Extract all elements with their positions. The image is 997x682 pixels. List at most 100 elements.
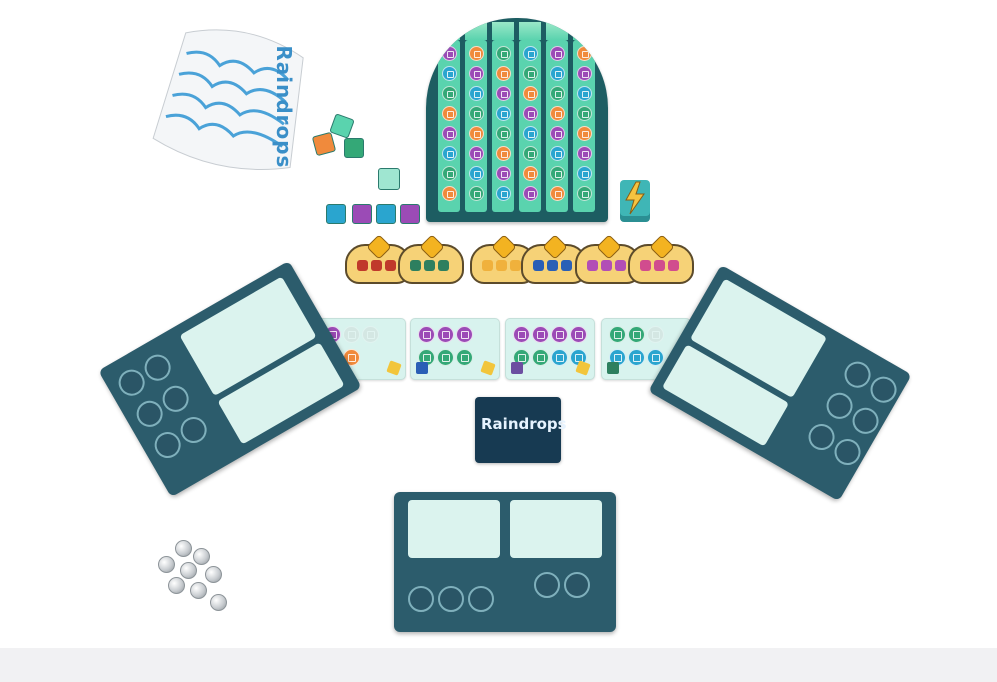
board-slot[interactable] — [468, 586, 494, 612]
cloud-objective-tile[interactable] — [398, 234, 464, 284]
player-board-right[interactable] — [648, 264, 912, 502]
marble[interactable] — [158, 556, 175, 573]
raindrop-tile — [496, 146, 511, 161]
player-board-left[interactable] — [98, 260, 362, 498]
raindrop-tile — [577, 46, 592, 61]
marble[interactable] — [168, 577, 185, 594]
raindrop-tile — [550, 126, 565, 141]
tower-column[interactable] — [465, 22, 487, 212]
token-tile[interactable] — [400, 204, 420, 224]
raindrop-tile — [550, 86, 565, 101]
raindrop-tile — [496, 126, 511, 141]
raindrop-tile — [442, 66, 457, 81]
raindrop-tile — [442, 186, 457, 201]
cloud-objective-tile[interactable] — [628, 234, 694, 284]
token-tile[interactable] — [352, 204, 372, 224]
star-icon — [575, 360, 591, 376]
board-objective-panel — [408, 500, 500, 558]
footer-strip — [0, 648, 997, 682]
board-slot[interactable] — [847, 403, 884, 439]
star-icon — [596, 234, 622, 260]
raindrop-tile — [469, 166, 484, 181]
raindrop-tile — [523, 186, 538, 201]
raindrop-tile — [577, 166, 592, 181]
marble[interactable] — [205, 566, 222, 583]
raindrop-tile — [496, 106, 511, 121]
card-icon — [511, 362, 523, 374]
raindrop-tile — [550, 146, 565, 161]
board-slot[interactable] — [175, 412, 212, 448]
raindrop-tile — [577, 106, 592, 121]
bag-logo-text: Raindrops — [272, 45, 297, 169]
raindrop-tile — [442, 126, 457, 141]
raindrop-tile — [523, 106, 538, 121]
tower-column[interactable] — [573, 22, 595, 212]
bag-shape-icon — [152, 29, 304, 170]
marble[interactable] — [190, 582, 207, 599]
raindrops-bag[interactable]: Raindrops — [137, 9, 327, 199]
raindrop-tile — [469, 126, 484, 141]
card-requirements — [417, 325, 493, 371]
market-card[interactable] — [410, 318, 500, 380]
raindrop-tile — [496, 66, 511, 81]
tower-column[interactable] — [492, 22, 514, 212]
raindrop-tile — [550, 46, 565, 61]
board-slot[interactable] — [438, 586, 464, 612]
raindrop-tile — [469, 186, 484, 201]
raindrop-tile — [523, 166, 538, 181]
raindrop-tile — [523, 146, 538, 161]
marble[interactable] — [193, 548, 210, 565]
token-tile[interactable] — [311, 131, 337, 157]
raindrop-tile — [469, 146, 484, 161]
star-icon — [386, 360, 402, 376]
tower-column[interactable] — [519, 22, 541, 212]
cloud-requirements — [357, 260, 401, 274]
token-tile[interactable] — [376, 204, 396, 224]
token-tile[interactable] — [329, 113, 355, 139]
board-slot[interactable] — [564, 572, 590, 598]
player-board-bottom[interactable] — [394, 492, 616, 632]
card-requirements — [512, 325, 588, 371]
raindrop-tile — [496, 186, 511, 201]
raindrop-tile — [577, 126, 592, 141]
card-requirements — [608, 325, 684, 371]
raindrop-tile — [550, 66, 565, 81]
raindrop-tile — [469, 86, 484, 101]
tower-column[interactable] — [438, 22, 460, 212]
token-tile[interactable] — [326, 204, 346, 224]
raindrop-tile — [442, 86, 457, 101]
token-stack[interactable] — [378, 168, 400, 190]
star-icon — [366, 234, 392, 260]
marble[interactable] — [210, 594, 227, 611]
lightning-token-stack[interactable] — [618, 172, 652, 224]
marble[interactable] — [175, 540, 192, 557]
board-slot[interactable] — [865, 371, 902, 408]
board-objective-panel — [510, 500, 602, 558]
board-slot[interactable] — [829, 434, 866, 470]
board-slot[interactable] — [139, 349, 176, 386]
raindrop-tile — [496, 46, 511, 61]
card-deck[interactable]: Raindrops — [475, 397, 567, 463]
cloud-requirements — [587, 260, 631, 274]
star-icon — [542, 234, 568, 260]
board-slot[interactable] — [534, 572, 560, 598]
star-icon — [491, 234, 517, 260]
cloud-requirements — [482, 260, 526, 274]
token-tile[interactable] — [344, 138, 364, 158]
raindrop-tile — [442, 146, 457, 161]
tower-column[interactable] — [546, 22, 568, 212]
star-icon — [480, 360, 496, 376]
raindrop-tile — [550, 106, 565, 121]
cloud-requirements — [410, 260, 454, 274]
board-slot[interactable] — [157, 381, 194, 417]
raindrop-tower[interactable] — [426, 18, 608, 222]
raindrop-tile — [523, 86, 538, 101]
marble[interactable] — [180, 562, 197, 579]
raindrop-tile — [469, 66, 484, 81]
market-card[interactable] — [505, 318, 595, 380]
board-slot[interactable] — [408, 586, 434, 612]
raindrop-tile — [523, 66, 538, 81]
raindrop-tile — [469, 106, 484, 121]
raindrop-tile — [577, 86, 592, 101]
raindrop-tile — [469, 46, 484, 61]
